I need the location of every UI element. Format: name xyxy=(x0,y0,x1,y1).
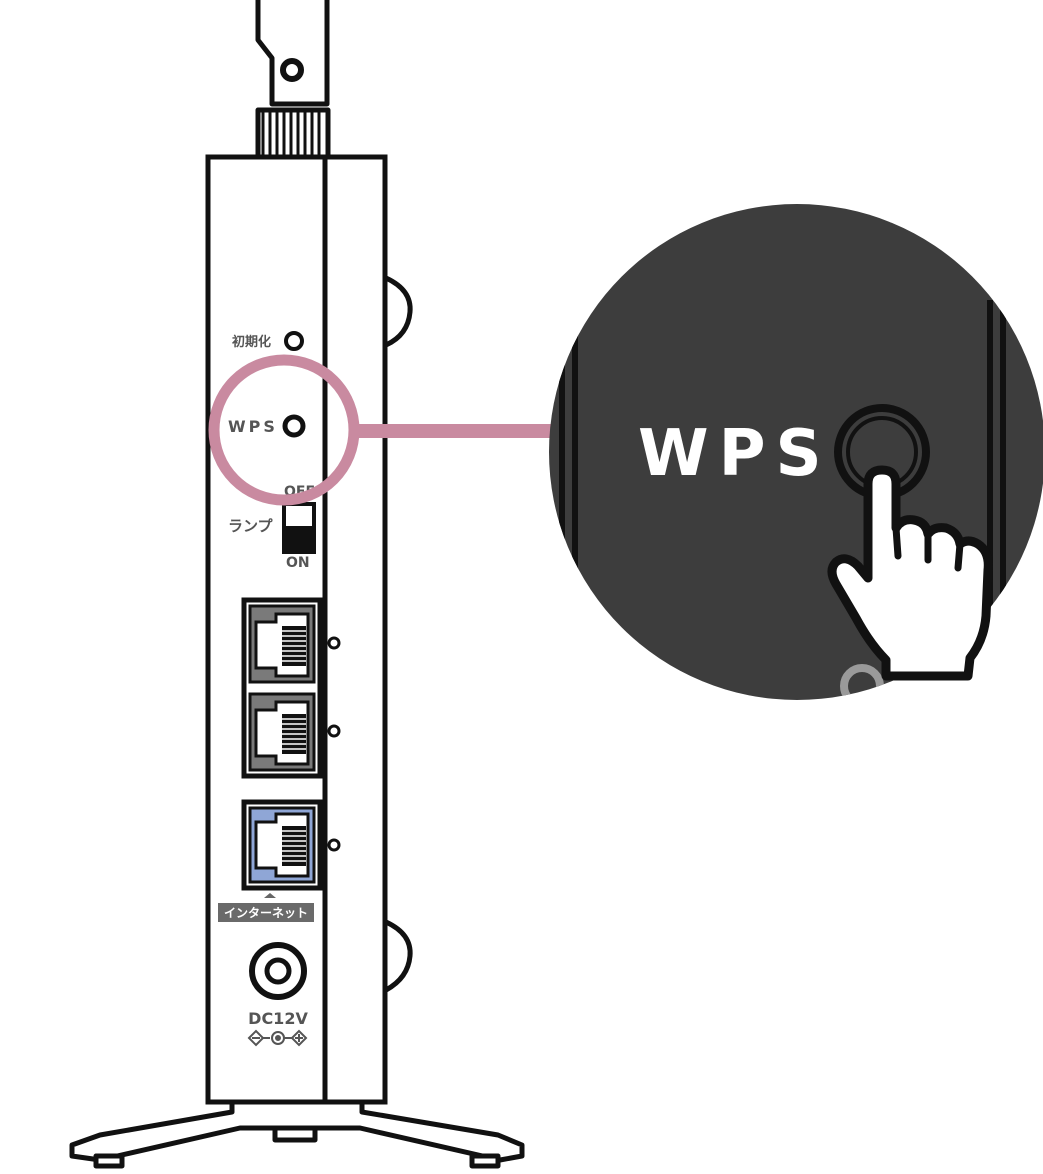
lan-port-2 xyxy=(248,692,316,772)
power-label: DC12V xyxy=(248,1009,308,1028)
lan-led-1 xyxy=(327,636,341,650)
wps-highlight-ring xyxy=(208,354,360,506)
lan-port-block xyxy=(241,597,341,779)
wps-label: WPS xyxy=(228,417,278,436)
router-stand xyxy=(69,1099,525,1169)
lamp-switch-knob xyxy=(286,526,312,550)
wps-button[interactable] xyxy=(282,414,306,438)
pointing-hand-icon xyxy=(827,465,993,681)
lamp-label: ランプ xyxy=(228,517,274,535)
antenna xyxy=(255,0,331,161)
reset-button[interactable] xyxy=(284,331,304,351)
internet-port xyxy=(241,799,341,891)
internet-tag xyxy=(218,903,314,922)
side-bumps xyxy=(384,275,413,993)
lan-port-1 xyxy=(248,604,316,684)
dc-polarity-icon xyxy=(247,1029,308,1047)
internet-led xyxy=(327,838,341,852)
internet-label: インターネット xyxy=(224,906,308,920)
lan-led-2 xyxy=(327,724,341,738)
lamp-on-label: ON xyxy=(286,555,310,571)
internet-arrow-icon xyxy=(264,893,276,898)
highlight-connector xyxy=(356,424,556,438)
reset-label: 初期化 xyxy=(232,334,271,350)
zoom-wps-label: WPS xyxy=(638,417,832,491)
